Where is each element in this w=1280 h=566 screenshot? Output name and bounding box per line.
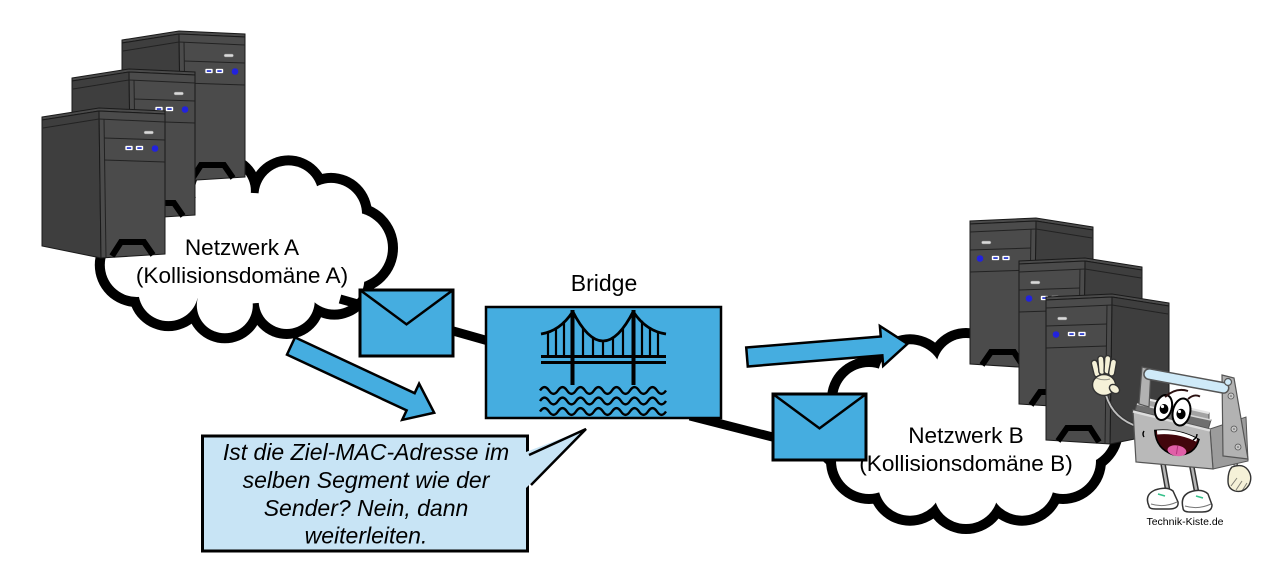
svg-text:Netzwerk A: Netzwerk A [185, 235, 300, 260]
svg-text:Ist die Ziel-MAC-Adresse im: Ist die Ziel-MAC-Adresse im [223, 439, 509, 465]
svg-text:Bridge: Bridge [571, 270, 637, 296]
svg-text:Technik-Kiste.de: Technik-Kiste.de [1146, 516, 1223, 528]
svg-text:Netzwerk B: Netzwerk B [908, 423, 1024, 448]
svg-text:selben Segment wie der: selben Segment wie der [243, 467, 491, 493]
svg-text:Sender? Nein, dann: Sender? Nein, dann [264, 495, 469, 521]
svg-text:weiterleiten.: weiterleiten. [305, 523, 428, 549]
svg-text:(Kollisionsdomäne A): (Kollisionsdomäne A) [136, 263, 348, 288]
svg-text:(Kollisionsdomäne B): (Kollisionsdomäne B) [859, 451, 1072, 476]
